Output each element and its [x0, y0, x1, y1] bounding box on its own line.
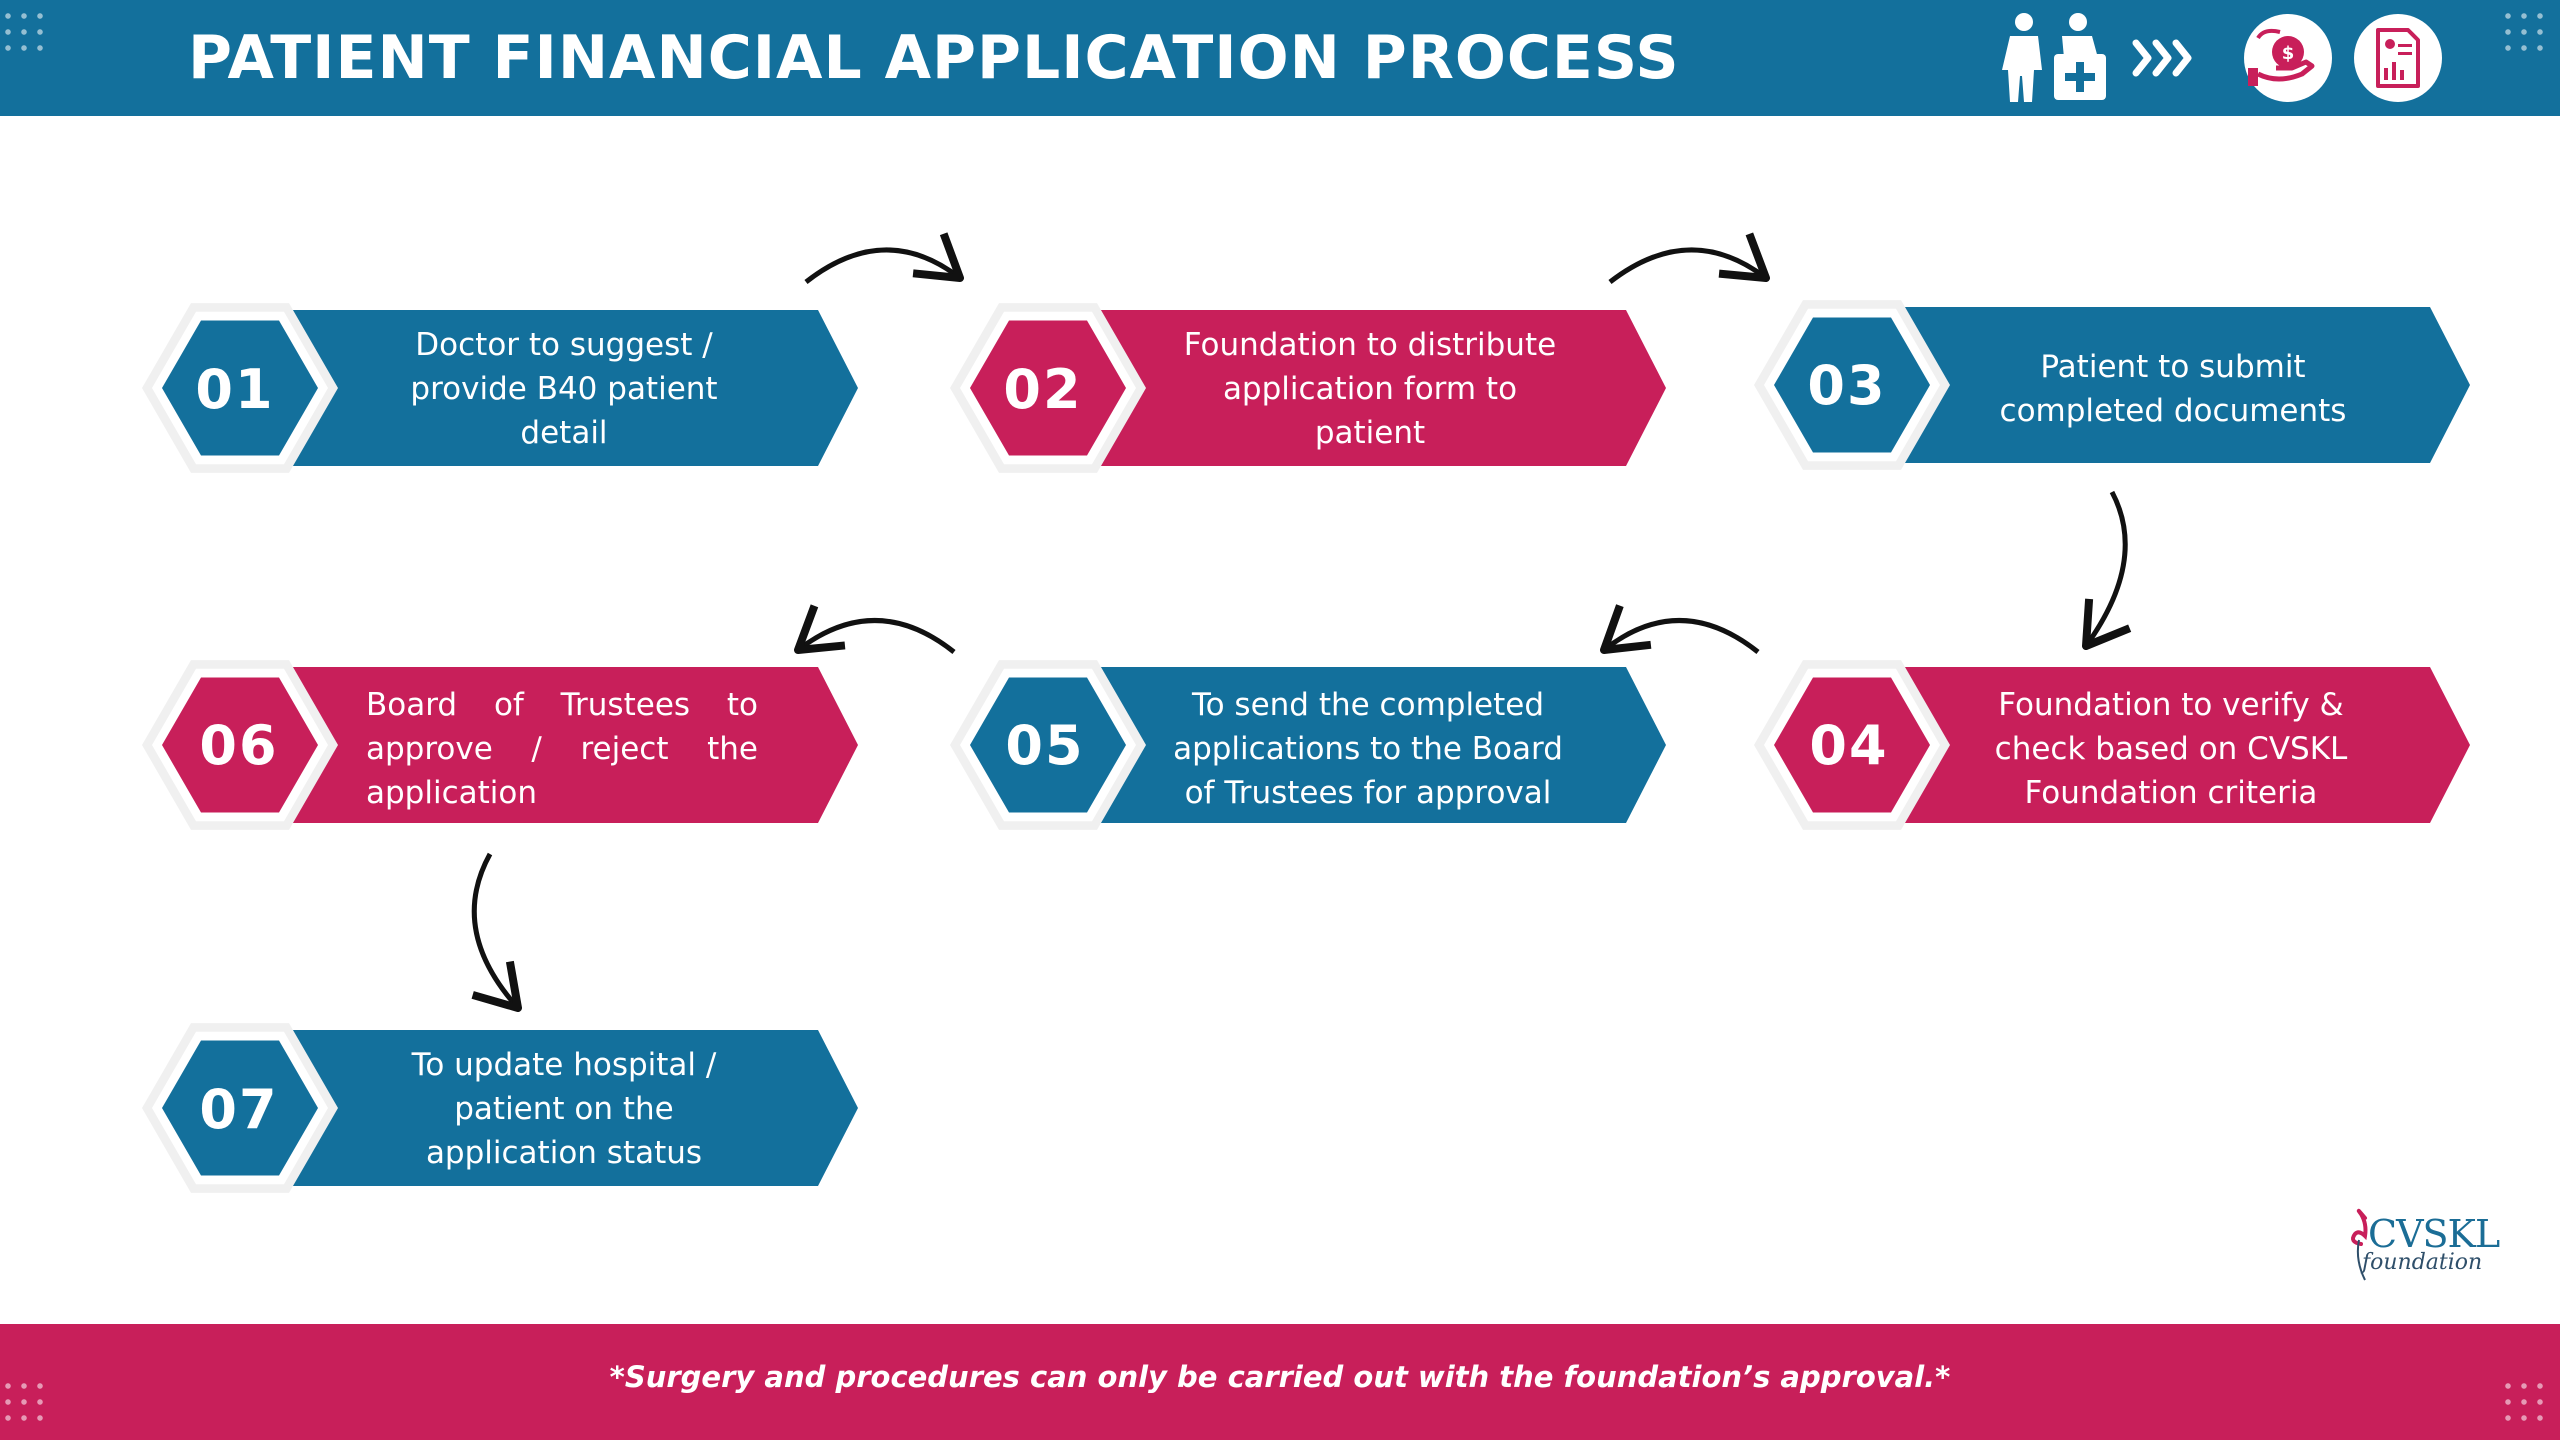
step-banner: [292, 310, 858, 466]
step-line: check based on CVSKL: [1994, 731, 2348, 767]
decorative-dots: [2500, 8, 2548, 56]
money-hand-icon: $: [2244, 14, 2332, 102]
triple-chevron-icon: [2132, 39, 2192, 77]
step-line: Foundation criteria: [2024, 775, 2318, 811]
connector-arrow-4-5: [1600, 604, 1760, 654]
step-line: applications to the Board: [1173, 731, 1563, 767]
step-number-06: 06: [199, 713, 279, 777]
connector-arrow-6-7: [471, 852, 522, 1012]
decorative-dots: [0, 1378, 48, 1426]
logo-wordmark: CVSKL: [2368, 1212, 2500, 1256]
doctor-patient-icon: [2002, 13, 2106, 102]
step-badge: [1774, 677, 1930, 813]
header-bar: PATIENT FINANCIAL APPLICATION PROCESS $: [0, 0, 2560, 116]
step-description-05: To send the completed applications to th…: [1140, 672, 1596, 826]
step-banner: [292, 1030, 858, 1186]
connector-arrow-3-4: [2082, 490, 2132, 650]
connector-arrow-1-2: [804, 232, 964, 284]
step-number-07: 07: [199, 1077, 279, 1141]
step-badge: [970, 320, 1126, 456]
step-line: Foundation to verify &: [1998, 687, 2344, 723]
step-line: To update hospital /: [411, 1047, 717, 1083]
step-line: application: [366, 775, 537, 811]
step-line: Patient to submit: [2040, 349, 2306, 385]
step-description-06: Board of Trustees to approve / reject th…: [366, 672, 758, 826]
step-line: patient: [1314, 415, 1426, 451]
step-05: [950, 660, 1666, 830]
step-line: application form to: [1222, 371, 1518, 407]
step-number-02: 02: [1003, 357, 1083, 421]
step-number-05: 05: [1005, 713, 1085, 777]
step-line: Board of Trustees to: [366, 687, 758, 723]
step-badge: [162, 320, 318, 456]
step-banner: [292, 667, 858, 823]
step-line: approve / reject the: [366, 731, 758, 767]
connector-arrow-2-3: [1608, 232, 1770, 284]
step-line: Foundation to distribute: [1183, 327, 1557, 363]
step-07: [142, 1023, 858, 1193]
logo-subtitle: foundation: [2362, 1250, 2483, 1275]
decorative-dots: [2500, 1378, 2548, 1426]
page-title: PATIENT FINANCIAL APPLICATION PROCESS: [188, 23, 1680, 93]
step-line: completed documents: [1999, 393, 2347, 429]
decorative-dots: [0, 8, 48, 56]
step-06: [142, 660, 858, 830]
step-number-01: 01: [195, 357, 275, 421]
footer-bar: *Surgery and procedures can only be carr…: [0, 1324, 2560, 1440]
connector-arrow-5-6: [794, 604, 956, 654]
cvskl-logo: [2351, 1208, 2368, 1281]
step-01: [142, 303, 858, 473]
step-badge: [970, 677, 1126, 813]
svg-text:$: $: [2282, 43, 2295, 64]
step-02: [950, 303, 1666, 473]
step-description-07: To update hospital / patient on the appl…: [334, 1032, 794, 1186]
step-04: [1754, 660, 2470, 830]
step-badge: [162, 1040, 318, 1176]
step-banner: [1100, 667, 1666, 823]
step-line: patient on the: [454, 1091, 674, 1127]
step-badge: [162, 677, 318, 813]
step-description-03: Patient to submit completed documents: [1948, 312, 2398, 466]
step-number-04: 04: [1809, 713, 1889, 777]
step-description-02: Foundation to distribute application for…: [1142, 312, 1598, 466]
step-banner: [1904, 667, 2470, 823]
step-line: of Trustees for approval: [1184, 775, 1552, 811]
step-line: Doctor to suggest /: [415, 327, 713, 363]
step-description-01: Doctor to suggest / provide B40 patient …: [334, 312, 794, 466]
step-number-03: 03: [1807, 353, 1887, 417]
step-badge: [1774, 317, 1930, 453]
step-banner: [1100, 310, 1666, 466]
step-line: To send the completed: [1191, 687, 1545, 723]
step-line: provide B40 patient: [410, 371, 718, 407]
step-line: application status: [425, 1135, 703, 1171]
header-icons: $: [2002, 13, 2442, 102]
step-banner: [1904, 307, 2470, 463]
footer-disclaimer: *Surgery and procedures can only be carr…: [609, 1360, 1951, 1394]
report-document-icon: [2354, 14, 2442, 102]
step-line: detail: [520, 415, 608, 451]
step-description-04: Foundation to verify & check based on CV…: [1946, 672, 2396, 826]
step-03: [1754, 300, 2470, 470]
